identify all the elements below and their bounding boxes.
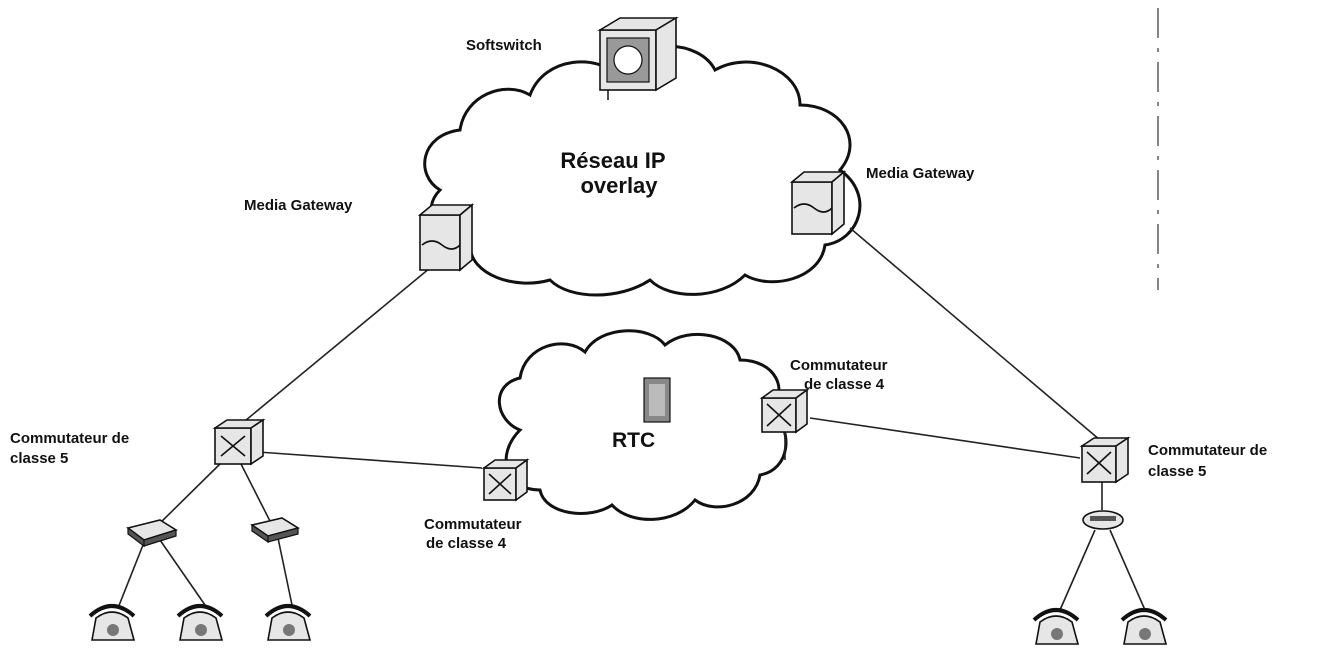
link-mgw-right-to-class5-right bbox=[849, 227, 1101, 441]
link-class5-left-to-hub1 bbox=[154, 461, 223, 529]
class5-left-label-line1: Commutateur de bbox=[10, 430, 129, 447]
link-hub1-to-phone1 bbox=[117, 539, 146, 609]
softswitch-label: Softswitch bbox=[466, 37, 542, 54]
class4-bottom-label-line1: Commutateur bbox=[424, 516, 522, 533]
class4-top-label-line2: de classe 4 bbox=[804, 376, 885, 393]
class5-right-label-line1: Commutateur de bbox=[1148, 442, 1267, 459]
link-hub2-to-phone3 bbox=[277, 537, 293, 606]
telephone-5-icon bbox=[1120, 608, 1168, 645]
hub-left-2-icon bbox=[250, 517, 300, 544]
class5-switch-right-icon bbox=[1079, 436, 1131, 484]
hub-right-icon bbox=[1082, 510, 1124, 530]
class5-right-label-line2: classe 5 bbox=[1148, 463, 1206, 480]
link-class5-left-to-hub2 bbox=[239, 461, 273, 526]
rtc-cloud bbox=[497, 329, 788, 521]
ip-cloud-label-line1: Réseau IP bbox=[560, 148, 665, 173]
ip-network-cloud bbox=[423, 44, 862, 297]
class5-left-label-line2: classe 5 bbox=[10, 450, 68, 467]
class4-top-label-line1: Commutateur bbox=[790, 357, 888, 374]
ip-cloud-label-line2: overlay bbox=[580, 173, 658, 198]
softswitch-icon bbox=[597, 16, 679, 92]
link-class5-left-to-class4-bottom bbox=[257, 451, 483, 469]
telephone-1-icon bbox=[88, 604, 136, 641]
class4-switch-top-icon bbox=[759, 388, 810, 434]
class4-bottom-label-line2: de classe 4 bbox=[426, 535, 507, 552]
link-class4-top-to-class5-right bbox=[809, 417, 1081, 459]
telephone-2-icon bbox=[176, 604, 224, 641]
rtc-switch-icon bbox=[643, 377, 671, 423]
class5-switch-left-icon bbox=[212, 418, 266, 466]
telephone-3-icon bbox=[264, 604, 312, 641]
link-hubr-to-phone1 bbox=[1059, 529, 1096, 611]
link-mgw-left-to-class5-left bbox=[239, 267, 431, 426]
media-gateway-left-icon bbox=[417, 203, 475, 272]
hub-left-1-icon bbox=[126, 519, 178, 548]
media-gateway-right-icon bbox=[789, 170, 847, 236]
link-hub1-to-phone2 bbox=[159, 539, 206, 606]
media-gateway-left-label: Media Gateway bbox=[244, 197, 353, 214]
class4-switch-bottom-icon bbox=[481, 458, 530, 502]
media-gateway-right-label: Media Gateway bbox=[866, 165, 975, 182]
rtc-label: RTC bbox=[612, 429, 655, 452]
link-hubr-to-phone2 bbox=[1109, 529, 1146, 611]
telephone-4-icon bbox=[1032, 608, 1080, 645]
